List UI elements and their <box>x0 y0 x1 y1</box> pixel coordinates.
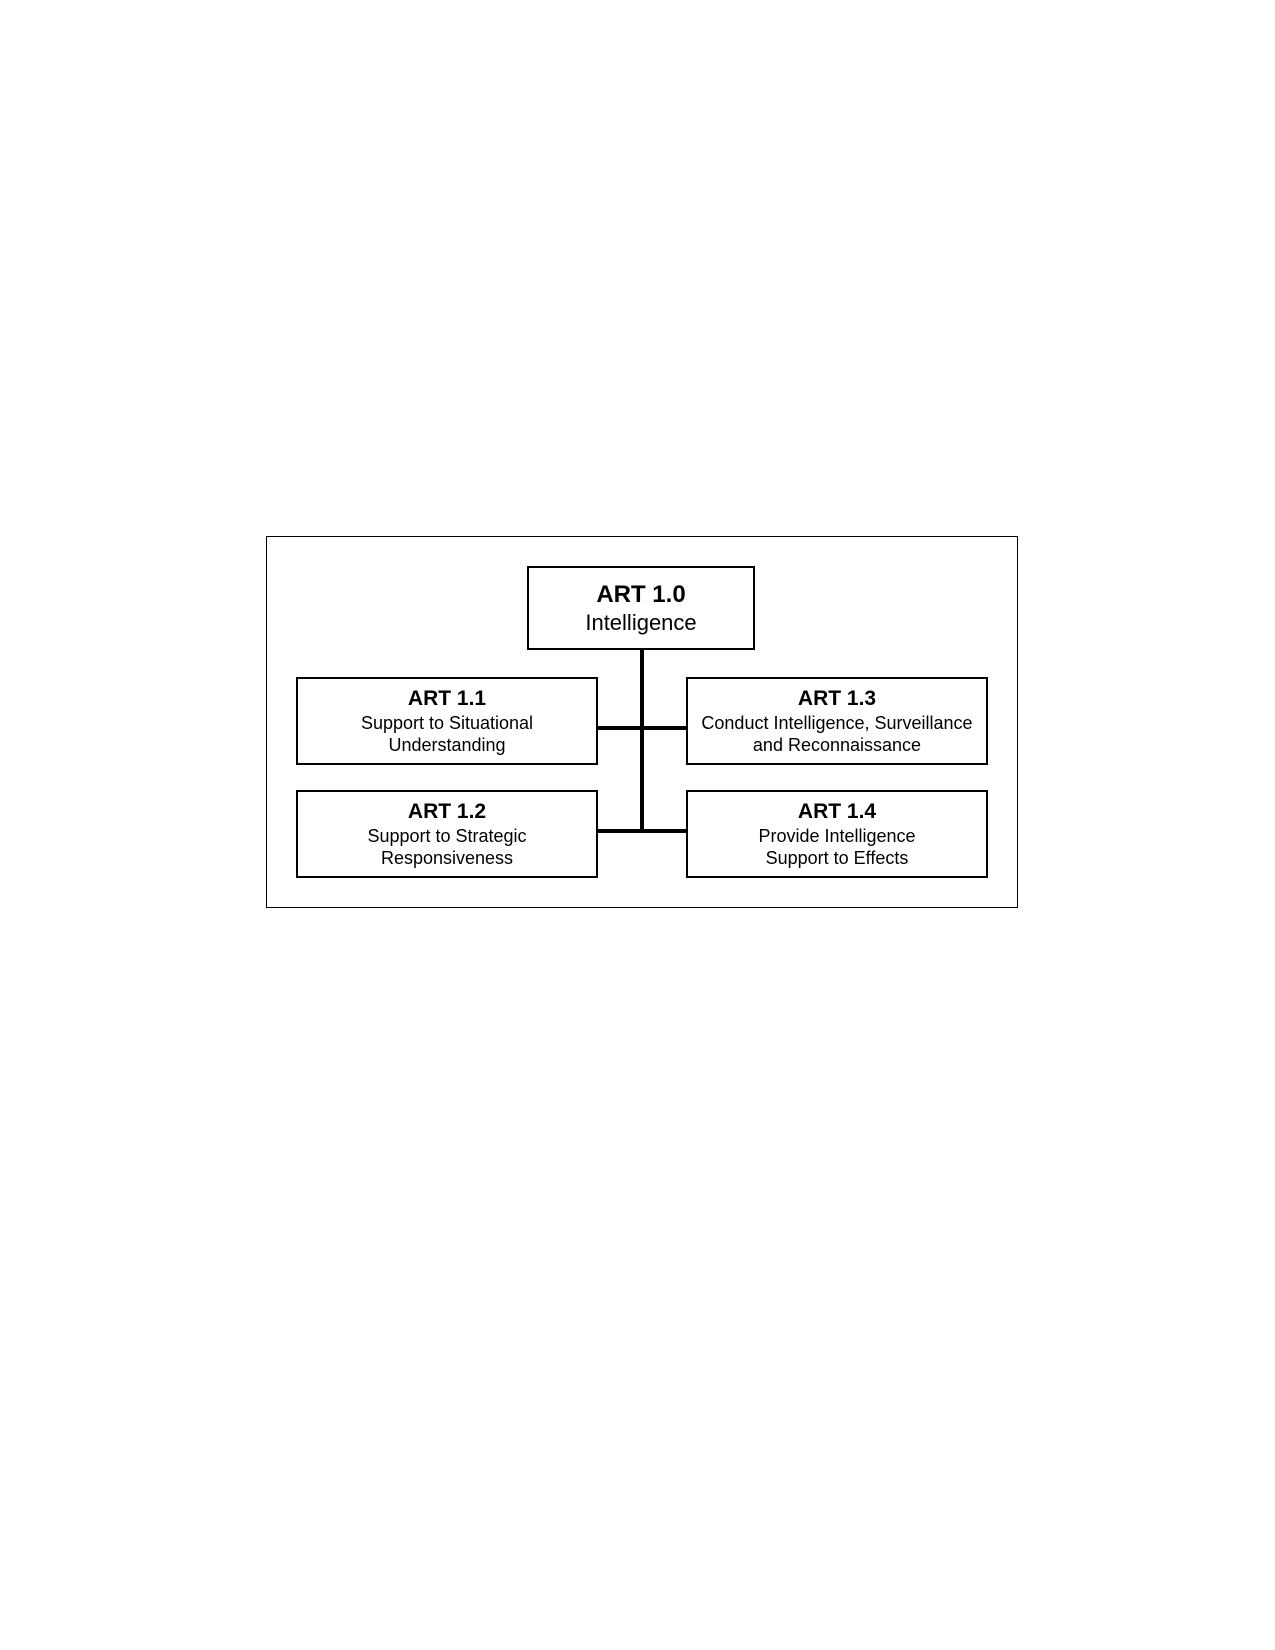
node-description: Provide Intelligence Support to Effects <box>758 826 916 868</box>
node-art-1-0: ART 1.0 Intelligence <box>527 566 755 650</box>
upper-branch-connector <box>598 726 686 730</box>
diagram-frame <box>266 536 1018 908</box>
node-art-1-2: ART 1.2 Support to Strategic Responsiven… <box>296 790 598 878</box>
node-art-1-4: ART 1.4 Provide Intelligence Support to … <box>686 790 988 878</box>
node-code: ART 1.1 <box>407 687 487 710</box>
node-description: Conduct Intelligence, Surveillance and R… <box>701 713 973 755</box>
node-description: Support to Situational Understanding <box>360 713 534 755</box>
node-code: ART 1.0 <box>596 581 686 608</box>
node-code: ART 1.4 <box>797 800 877 823</box>
node-art-1-3: ART 1.3 Conduct Intelligence, Surveillan… <box>686 677 988 765</box>
node-description: Intelligence <box>585 610 697 635</box>
trunk-connector <box>640 650 644 832</box>
node-code: ART 1.2 <box>407 800 487 823</box>
node-description: Support to Strategic Responsiveness <box>367 826 527 868</box>
node-art-1-1: ART 1.1 Support to Situational Understan… <box>296 677 598 765</box>
lower-branch-connector <box>598 829 686 833</box>
node-code: ART 1.3 <box>797 687 877 710</box>
